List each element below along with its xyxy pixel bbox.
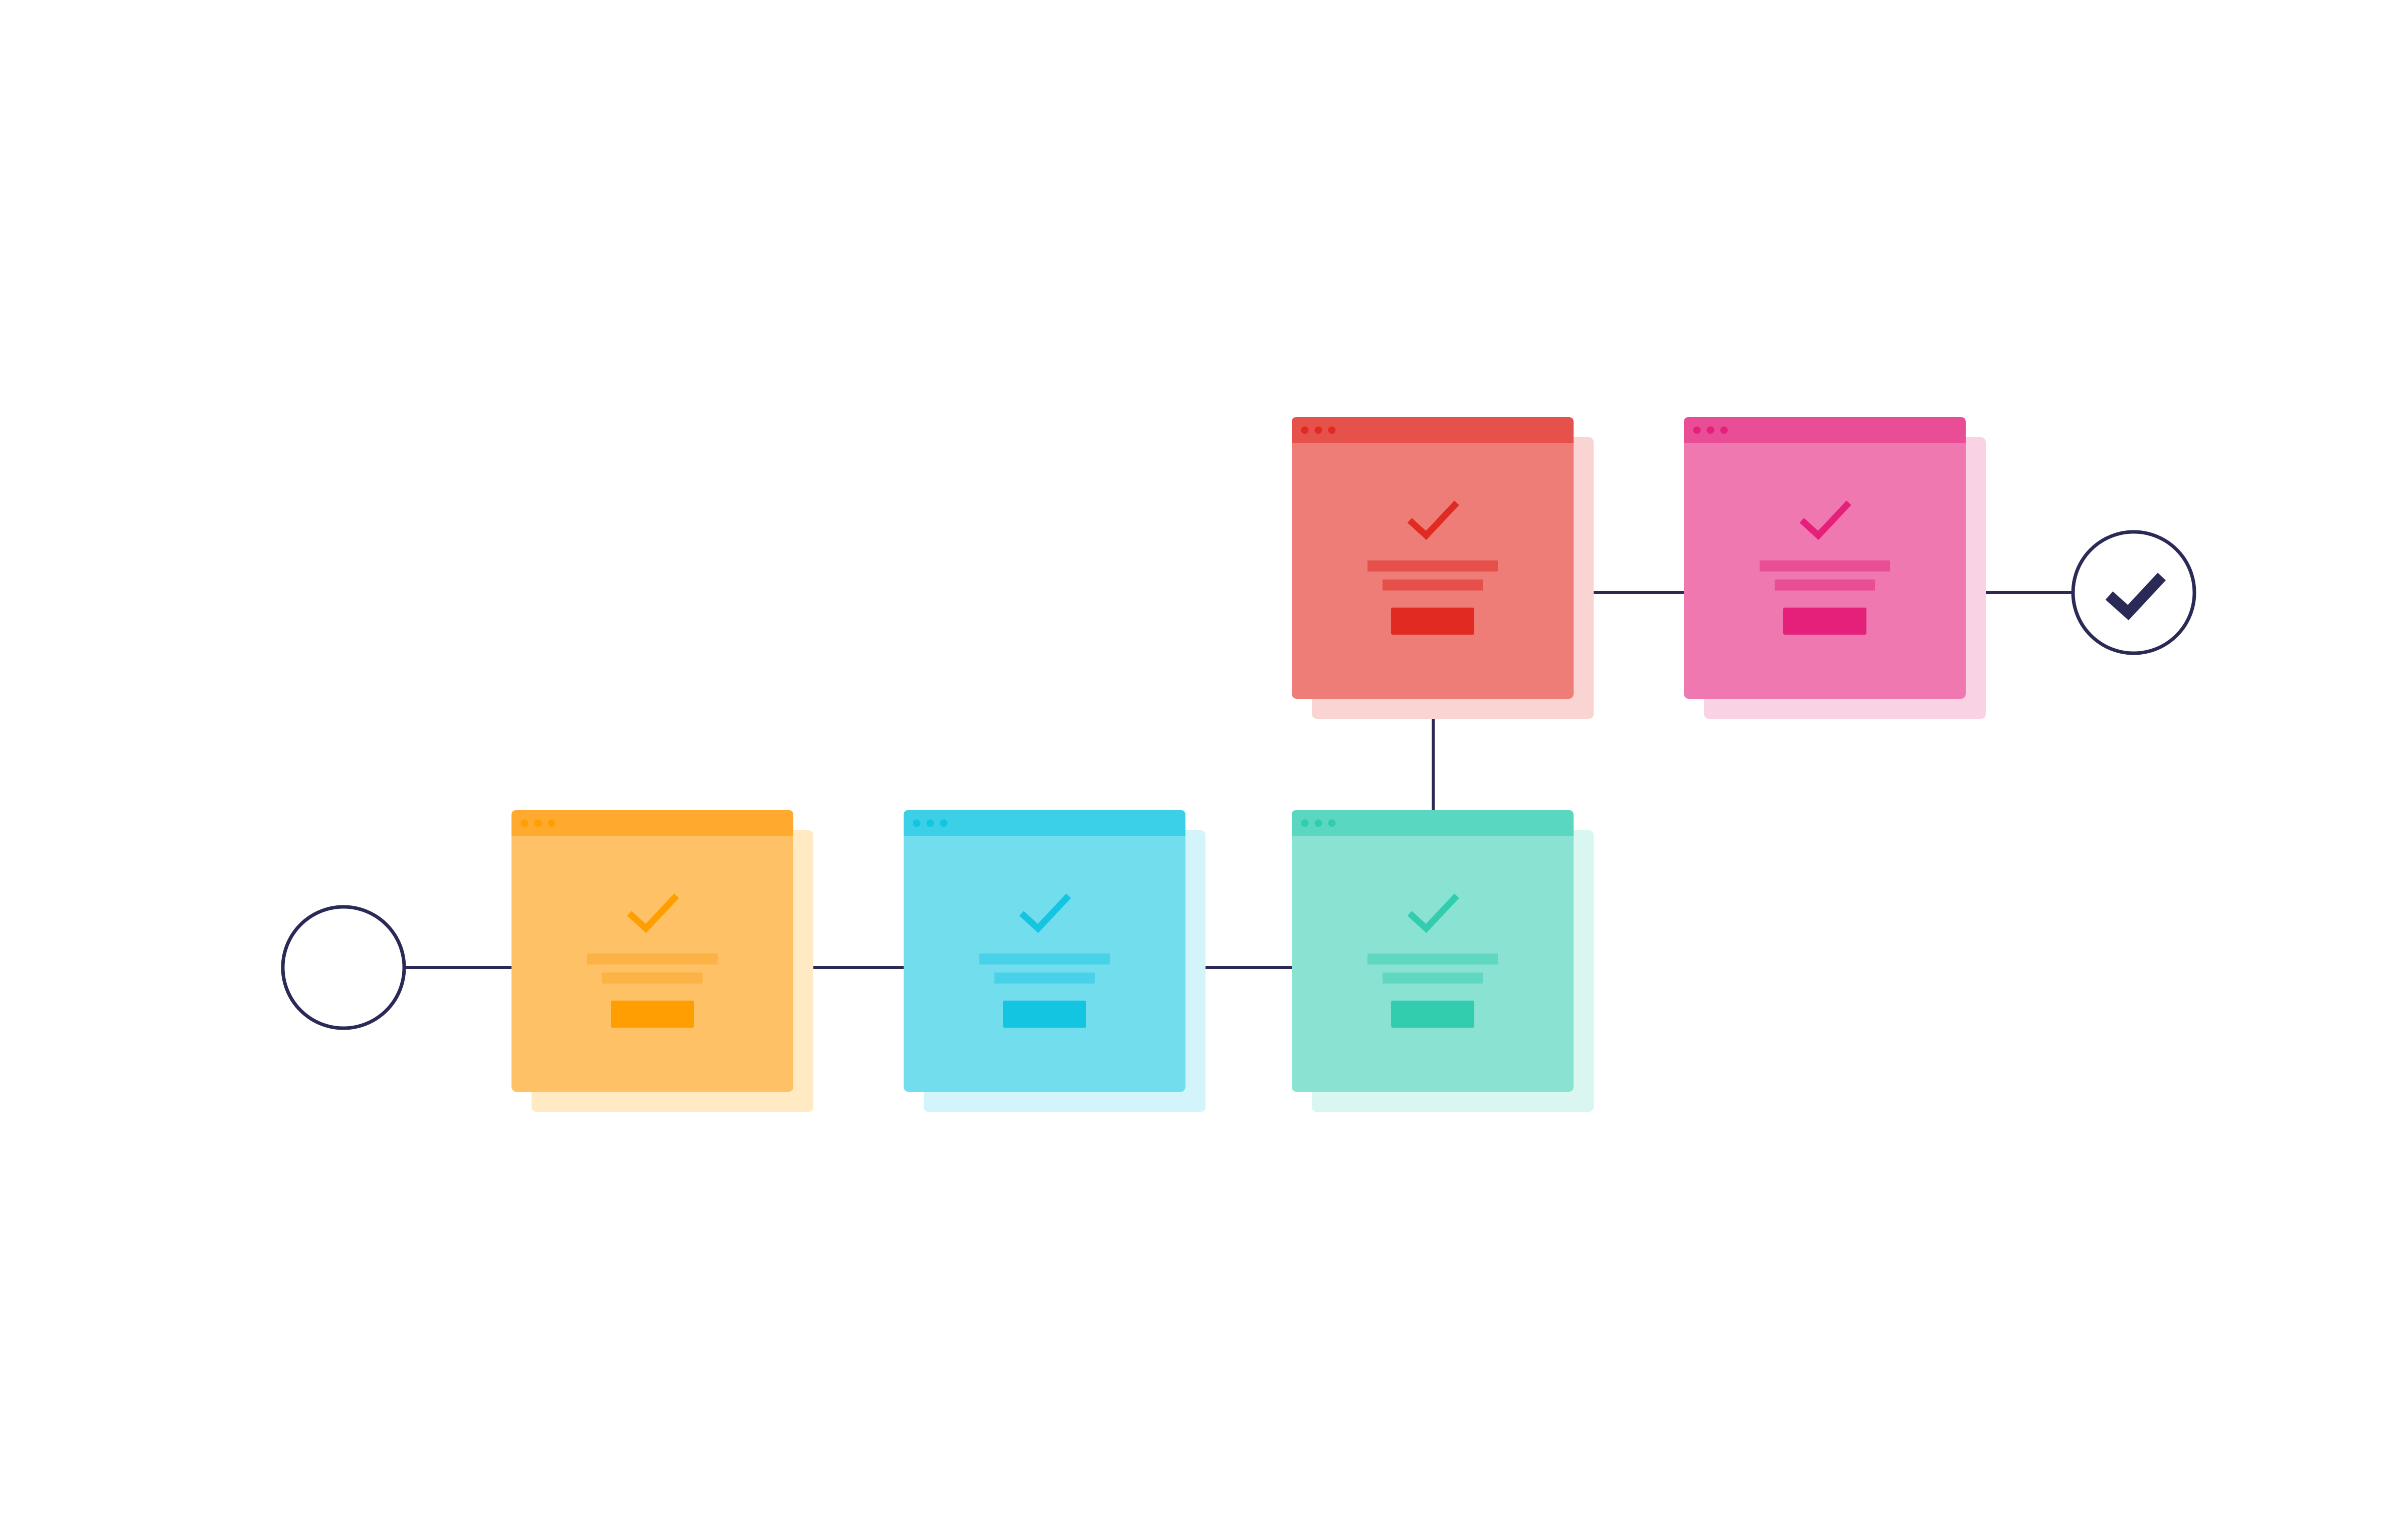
text-line-placeholder bbox=[602, 973, 703, 984]
check-icon bbox=[627, 893, 679, 933]
button-placeholder bbox=[1783, 608, 1866, 635]
window-title-bar bbox=[904, 810, 1185, 836]
window-dot bbox=[534, 819, 542, 827]
window-dot bbox=[1301, 819, 1309, 827]
window-dot bbox=[926, 819, 934, 827]
check-icon bbox=[1407, 500, 1459, 540]
window-dot bbox=[913, 819, 921, 827]
check-icon bbox=[1019, 893, 1071, 933]
window-dot bbox=[521, 819, 529, 827]
window-body bbox=[1684, 417, 1966, 699]
button-placeholder bbox=[1391, 608, 1474, 635]
check-icon bbox=[1407, 893, 1459, 933]
text-line-placeholder bbox=[1775, 580, 1875, 591]
text-line-placeholder bbox=[587, 953, 718, 965]
window-dot bbox=[1328, 819, 1336, 827]
step-4-window bbox=[1292, 417, 1594, 719]
window-dot bbox=[548, 819, 556, 827]
window-dot bbox=[1328, 426, 1336, 434]
step-windows bbox=[511, 417, 1986, 1112]
window-title-bar bbox=[511, 810, 793, 836]
window-body bbox=[1292, 417, 1574, 699]
window-dot bbox=[940, 819, 948, 827]
step-1-window bbox=[511, 810, 813, 1112]
button-placeholder bbox=[1003, 1001, 1086, 1028]
window-dot bbox=[1314, 819, 1322, 827]
window-body bbox=[904, 810, 1185, 1092]
window-dot bbox=[1301, 426, 1309, 434]
step-5-window bbox=[1684, 417, 1986, 719]
window-body bbox=[1292, 810, 1574, 1092]
check-icon bbox=[1799, 500, 1851, 540]
window-dot bbox=[1693, 426, 1701, 434]
button-placeholder bbox=[611, 1001, 694, 1028]
text-line-placeholder bbox=[1760, 560, 1890, 571]
window-body bbox=[511, 810, 793, 1092]
window-dot bbox=[1314, 426, 1322, 434]
text-line-placeholder bbox=[1367, 953, 1498, 965]
window-title-bar bbox=[1684, 417, 1966, 443]
start-node-circle bbox=[281, 905, 406, 1030]
text-line-placeholder bbox=[1383, 973, 1483, 984]
window-dot bbox=[1706, 426, 1714, 434]
end-node-circle bbox=[2071, 530, 2196, 655]
text-line-placeholder bbox=[994, 973, 1095, 984]
text-line-placeholder bbox=[1367, 560, 1498, 571]
window-dot bbox=[1720, 426, 1728, 434]
step-3-window bbox=[1292, 810, 1594, 1112]
button-placeholder bbox=[1391, 1001, 1474, 1028]
text-line-placeholder bbox=[1383, 580, 1483, 591]
window-title-bar bbox=[1292, 417, 1574, 443]
window-title-bar bbox=[1292, 810, 1574, 836]
step-2-window bbox=[904, 810, 1206, 1112]
text-line-placeholder bbox=[979, 953, 1110, 965]
check-icon bbox=[2105, 572, 2166, 621]
end-node bbox=[2071, 530, 2196, 655]
